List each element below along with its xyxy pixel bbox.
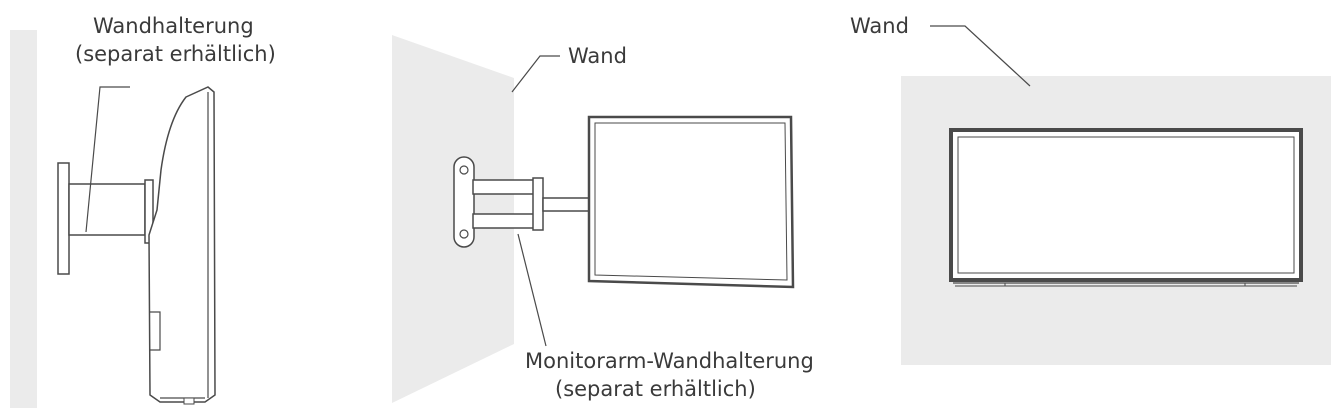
arm-view-monitor — [587, 115, 795, 289]
arm-view-wall-label: Wand — [568, 42, 627, 70]
arm-view-wall-label-text: Wand — [568, 44, 627, 68]
arm-view-joint — [532, 177, 544, 231]
arm-view-wall-leader — [511, 55, 560, 93]
arm-view-arm-label-line1: Monitorarm-Wandhalterung — [525, 349, 814, 373]
arm-view-lower-arm — [472, 213, 538, 229]
side-view-panel — [10, 30, 216, 408]
front-view-wall-leader — [930, 25, 1031, 87]
front-view-wall-label-text: Wand — [850, 14, 909, 38]
front-view-panel — [901, 25, 1331, 365]
front-view-monitor-screen — [957, 136, 1295, 274]
side-view-mount-label-line2: (separat erhältlich) — [75, 42, 276, 66]
side-view-leader-line — [85, 86, 130, 233]
arm-view-wall — [392, 35, 514, 403]
side-view-monitor-button — [183, 397, 195, 405]
arm-view-upper-arm — [472, 179, 538, 195]
side-view-monitor-foot — [150, 311, 161, 351]
arm-view-monitor-screen — [594, 122, 788, 281]
arm-view-arm-leader — [517, 233, 547, 347]
arm-view-extension-arm — [542, 197, 592, 212]
arm-view-panel — [392, 35, 795, 403]
arm-view-plate-screw-bottom — [459, 229, 469, 239]
arm-view-wall-plate — [453, 156, 475, 248]
side-view-wall — [10, 30, 37, 408]
arm-view-arm-label-line2: (separat erhältlich) — [555, 377, 756, 401]
arm-view-arm-label: Monitorarm-Wandhalterung (separat erhält… — [525, 347, 814, 403]
side-view-mount-plate — [57, 162, 70, 275]
side-view-mount-label: Wandhalterung (separat erhältlich) — [75, 12, 276, 68]
side-view-mount-label-line1: Wandhalterung — [93, 14, 254, 38]
side-view-mount-arm — [68, 183, 146, 236]
side-view-monitor — [148, 86, 216, 403]
front-view-wall-label: Wand — [850, 12, 909, 40]
arm-view-plate-screw-top — [459, 165, 469, 175]
